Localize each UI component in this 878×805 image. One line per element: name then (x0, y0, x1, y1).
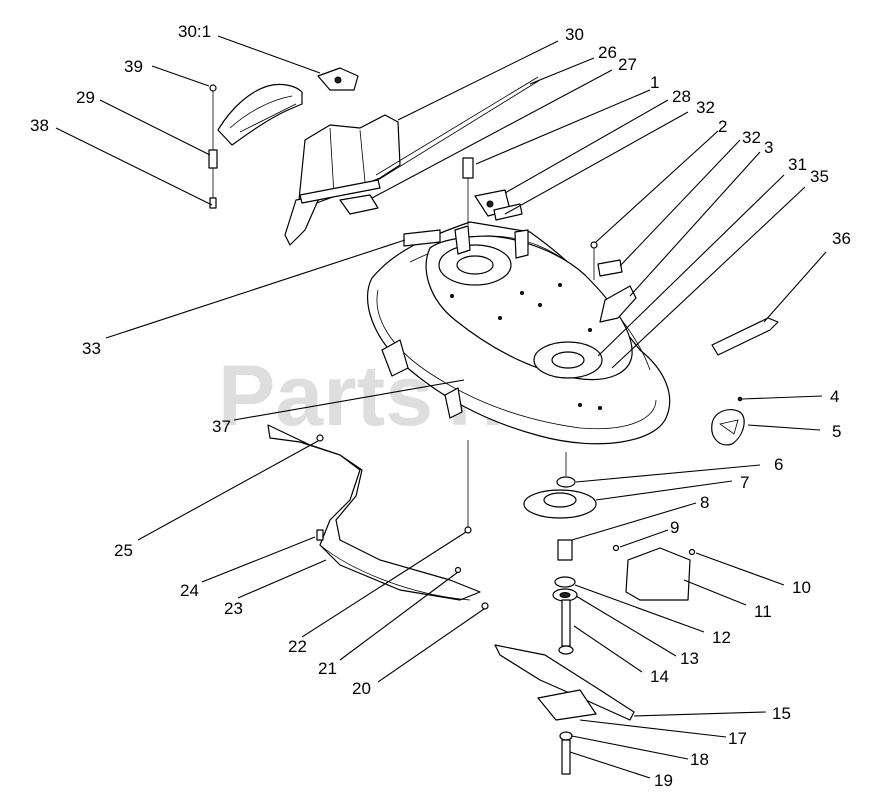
callout-5: 5 (832, 422, 841, 441)
callout-3: 3 (764, 138, 773, 157)
callout-39: 39 (124, 57, 143, 76)
leader-lines (55, 35, 827, 779)
part-11-baffle (625, 547, 691, 601)
hardware-39-29-38 (208, 84, 218, 209)
mower-deck-housing (366, 221, 671, 445)
callout-32b: 32 (742, 128, 761, 147)
callout-38: 38 (30, 116, 49, 135)
chute-rod (377, 79, 541, 181)
callout-37: 37 (212, 417, 231, 436)
callout-9: 9 (670, 518, 679, 537)
callout-30-1: 30:1 (178, 22, 211, 41)
parts-artwork (208, 67, 779, 775)
callout-1: 1 (650, 73, 659, 92)
part-3-bracket (599, 285, 637, 323)
part-2-bolt (590, 241, 598, 249)
part-1-tube (462, 157, 474, 179)
discharge-chute (284, 114, 401, 246)
callout-36: 36 (832, 229, 851, 248)
callout-labels: 30:1 30 26 27 39 1 28 32 29 2 32 3 38 31… (30, 22, 851, 790)
callout-18: 18 (690, 750, 709, 769)
callout-33: 33 (82, 339, 101, 358)
callout-25: 25 (114, 541, 133, 560)
callout-4: 4 (830, 387, 839, 406)
spindle-assembly (523, 452, 597, 655)
callout-20: 20 (352, 679, 371, 698)
callout-21: 21 (318, 659, 337, 678)
callout-11: 11 (754, 602, 772, 621)
callout-24: 24 (180, 581, 199, 600)
callout-7: 7 (740, 473, 749, 492)
part-36-blade (711, 317, 779, 356)
callout-26: 26 (598, 43, 617, 62)
callout-13: 13 (680, 649, 699, 668)
callout-27: 27 (618, 55, 637, 74)
callout-15: 15 (772, 704, 791, 723)
callout-23: 23 (224, 599, 243, 618)
callout-31: 31 (788, 155, 807, 174)
part-23-side-baffle (267, 424, 481, 601)
callout-14: 14 (650, 667, 669, 686)
callout-8: 8 (700, 493, 709, 512)
callout-32a: 32 (696, 98, 715, 117)
callout-35: 35 (810, 167, 829, 186)
callout-28: 28 (672, 87, 691, 106)
part-4-screw (737, 396, 743, 402)
callout-12: 12 (712, 628, 731, 647)
callout-17: 17 (728, 729, 747, 748)
part-17-stiffener (537, 689, 597, 721)
callout-30: 30 (565, 25, 584, 44)
callout-10: 10 (792, 578, 811, 597)
callout-29: 29 (76, 88, 95, 107)
part-15-blade (494, 644, 635, 721)
callout-2: 2 (718, 117, 727, 136)
callout-6: 6 (774, 455, 783, 474)
callout-22: 22 (288, 637, 307, 656)
part-32-decal-b (597, 259, 623, 277)
part-33-decal (403, 229, 441, 247)
callout-19: 19 (654, 771, 673, 790)
chute-deflector (217, 83, 303, 146)
part-5-cap (711, 409, 745, 446)
